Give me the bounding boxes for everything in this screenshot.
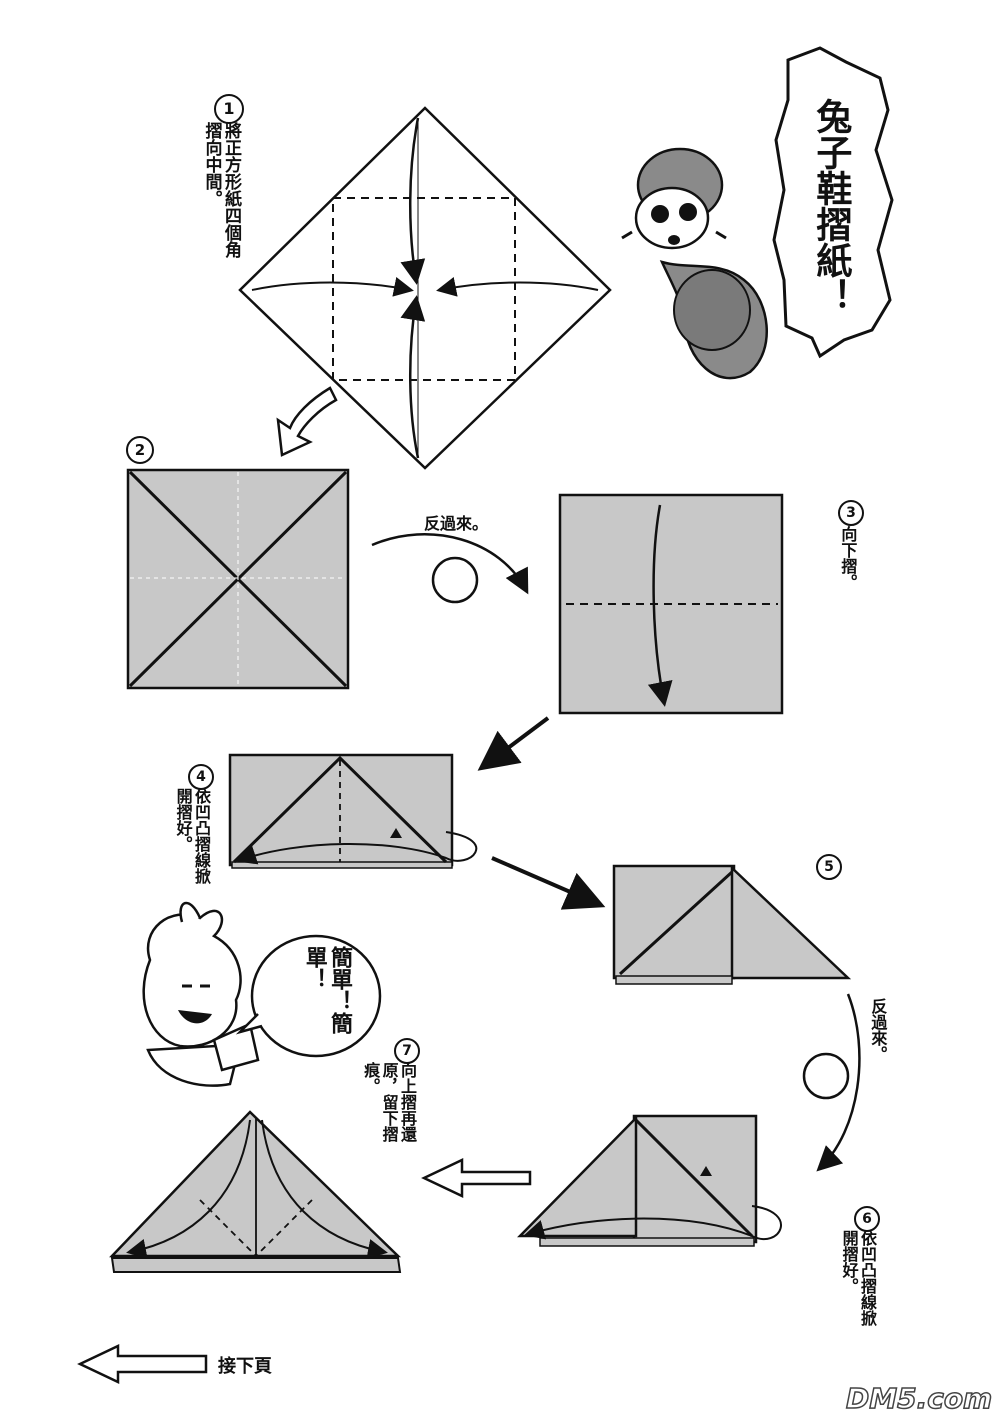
step6-text: 依凹凸摺線掀開摺好。	[839, 1230, 877, 1326]
flip-symbol-2	[802, 993, 861, 1172]
step1-diamond	[238, 106, 612, 470]
step6-number: 6	[854, 1206, 880, 1232]
step5-shape	[612, 864, 852, 985]
step4-rectangle	[228, 753, 478, 869]
flow-arrow-6-7	[421, 1158, 532, 1198]
title-speech-bubble	[772, 46, 894, 359]
step1-text: 將正方形紙四個角摺向中間。	[201, 122, 241, 258]
step4-text: 依凹凸摺線掀開摺好。	[173, 788, 211, 884]
flow-arrow-1-2	[276, 386, 338, 457]
step5-number: 5	[816, 854, 842, 880]
flip-label-1: 反過來。	[424, 514, 489, 533]
flow-arrow-4-5	[491, 856, 606, 910]
step2-square	[126, 468, 350, 690]
step2-number: 2	[126, 436, 154, 464]
step3-text: 向下摺。	[838, 526, 858, 590]
flow-arrow-3-4	[477, 716, 550, 771]
step3-square	[558, 493, 784, 715]
simple-speech-bubble	[235, 934, 382, 1058]
step6-shape	[517, 1114, 782, 1247]
simple-bubble-text: 簡單！簡單！	[301, 946, 352, 1034]
character-fairy	[621, 147, 768, 380]
step7-number: 7	[394, 1038, 420, 1064]
character-girl	[142, 901, 260, 1087]
next-page-label: 接下頁	[218, 1356, 272, 1377]
step4-number: 4	[188, 764, 214, 790]
watermark-logo: DM5.com	[845, 1381, 993, 1416]
step7-triangle	[109, 1110, 402, 1273]
flip-symbol-1	[371, 532, 529, 604]
flip-label-2: 反過來。	[868, 998, 888, 1062]
step3-number: 3	[838, 500, 864, 526]
step1-number: 1	[214, 94, 244, 124]
step7-text: 向上摺再還原，留下摺痕。	[361, 1062, 417, 1142]
title-text: 兔子鞋摺紙！	[810, 98, 852, 314]
next-page-arrow	[77, 1344, 208, 1384]
